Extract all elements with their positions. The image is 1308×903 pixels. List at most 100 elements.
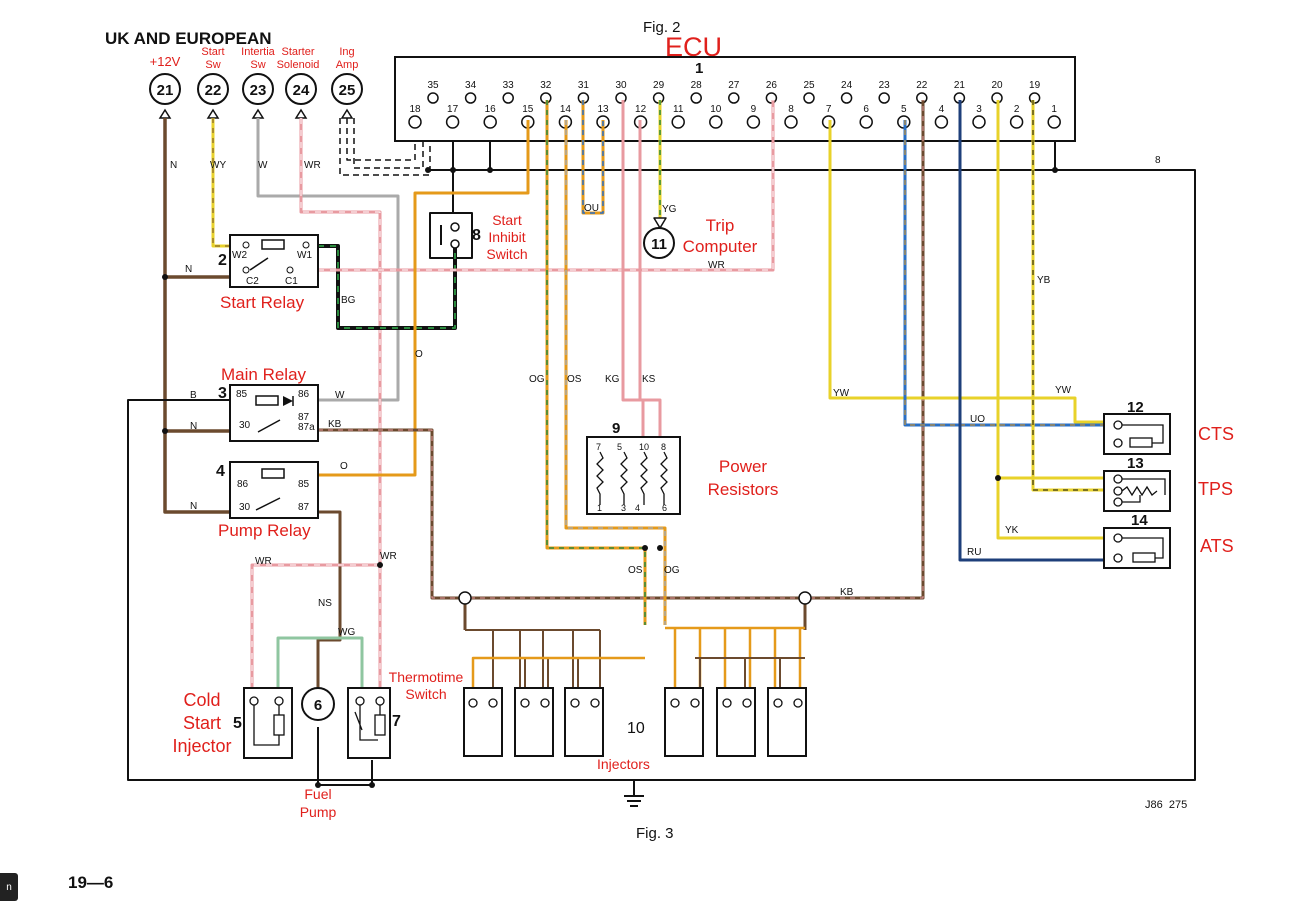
start-inhibit-switch: [429, 212, 473, 259]
wire-wr-csi: [250, 563, 380, 690]
svg-text:YB: YB: [1037, 275, 1051, 286]
cold-start-injector: [243, 687, 293, 759]
ecu-pin: [934, 115, 949, 129]
ecu-pin-label: 22: [916, 80, 928, 91]
ecu-pin-label: 2: [1014, 104, 1020, 115]
pump-relay-label: Pump Relay: [218, 521, 311, 540]
ecu-pin-label: 26: [766, 80, 778, 91]
ecu-pin-label: 17: [447, 104, 459, 115]
main-relay-pin-86: 86: [298, 389, 310, 400]
main-relay: [229, 384, 319, 442]
ecu-pin-label: 9: [751, 104, 757, 115]
ecu-pin: [1009, 115, 1024, 129]
injectors-label: Injectors: [597, 756, 650, 772]
top-terminals: [149, 73, 363, 105]
ecu-pin-label: 8: [788, 104, 794, 115]
page-number: 19—6: [68, 873, 113, 892]
main-relay-label: Main Relay: [221, 365, 307, 384]
ecu-pin: [1028, 92, 1041, 104]
injector-6: [767, 687, 807, 757]
ecu-pin-label: 32: [540, 80, 552, 91]
ecu-pin-label: 19: [1029, 80, 1041, 91]
injector-2: [514, 687, 554, 757]
tps-number: 13: [1127, 455, 1144, 472]
power-resistors-number: 9: [612, 420, 620, 437]
ecu-pin: [859, 115, 873, 129]
svg-text:WY: WY: [210, 160, 226, 171]
ecu-pin: [840, 92, 853, 104]
terminal-23-number: 23: [250, 82, 267, 99]
ecu-pin-label: 34: [465, 80, 477, 91]
ecu-pin: [746, 115, 761, 129]
ecu-box: [394, 56, 1076, 142]
wire-ru: [958, 100, 1110, 562]
svg-text:KS: KS: [642, 374, 656, 385]
start-relay-pin-w1: W1: [297, 250, 312, 261]
svg-text:WR: WR: [255, 556, 272, 567]
svg-text:N: N: [190, 421, 197, 432]
ecu-pin-label: 27: [728, 80, 740, 91]
terminal-22: [197, 73, 229, 105]
wire-kb: [318, 100, 925, 630]
main-relay-pin-30: 30: [239, 420, 251, 431]
resistor-pin-7: 7: [596, 442, 601, 452]
wire-og: [545, 100, 647, 625]
trip-computer: [643, 227, 675, 259]
ecu-pin-label: 25: [803, 80, 815, 91]
ecu-pin: [690, 92, 702, 104]
corner-badge: n: [0, 873, 18, 901]
ecu-pin-label: 3: [976, 104, 982, 115]
wire-code-labels: N WY W WR N B W N KB N O BG O WR WR NS W…: [170, 155, 1161, 638]
ecu-pin: [427, 92, 439, 104]
pump-relay-pin-86: 86: [237, 479, 249, 490]
ecu-pin-label: 12: [635, 104, 647, 115]
injector-5: [716, 687, 756, 757]
ats-label: ATS: [1200, 536, 1234, 556]
svg-text:OS: OS: [567, 374, 582, 385]
diagram-title: UK AND EUROPEAN: [105, 29, 272, 48]
ecu-pin: [502, 92, 514, 104]
ecu-pin-label: 15: [522, 104, 534, 115]
svg-text:O: O: [340, 461, 348, 472]
wire-wy: [211, 118, 240, 248]
pump-relay-pin-87: 87: [298, 502, 310, 513]
pump-relay: [229, 461, 319, 519]
svg-text:YW: YW: [833, 388, 850, 399]
ecu-pin: [709, 115, 723, 129]
svg-text:KB: KB: [328, 419, 342, 430]
terminal-21: [149, 73, 181, 105]
wire-uo: [903, 120, 1110, 427]
ecu-pin: [464, 92, 477, 104]
wire-wg: [276, 636, 364, 690]
svg-text:O: O: [415, 349, 423, 360]
wire-25-dashed: [339, 118, 431, 176]
svg-text:KG: KG: [605, 374, 620, 385]
ecu-pin-label: 20: [991, 80, 1003, 91]
ecu-pin: [784, 115, 798, 129]
svg-text:WR: WR: [380, 551, 397, 562]
ecu-pin-label: 10: [710, 104, 722, 115]
ecu-pin-label: 35: [427, 80, 439, 91]
ecu-number: 1: [695, 60, 703, 77]
injector-4: [664, 687, 704, 757]
main-relay-number: 3: [218, 385, 227, 402]
tps-label: TPS: [1198, 479, 1233, 499]
terminal-25: [331, 73, 363, 105]
ecu-pin: [483, 115, 497, 129]
terminal-24-number: 24: [293, 82, 310, 99]
wire-ks: [638, 120, 662, 445]
resistor-pin-3: 3: [621, 503, 626, 513]
terminal-22-number: 22: [205, 82, 222, 99]
svg-text:OG: OG: [529, 374, 545, 385]
wires: [127, 100, 1196, 795]
ecu-pin-label: 5: [901, 104, 907, 115]
ecu-pin-label: 21: [954, 80, 966, 91]
start-relay-pin-w2: W2: [232, 250, 247, 261]
fuel-pump-number: 6: [314, 697, 322, 714]
